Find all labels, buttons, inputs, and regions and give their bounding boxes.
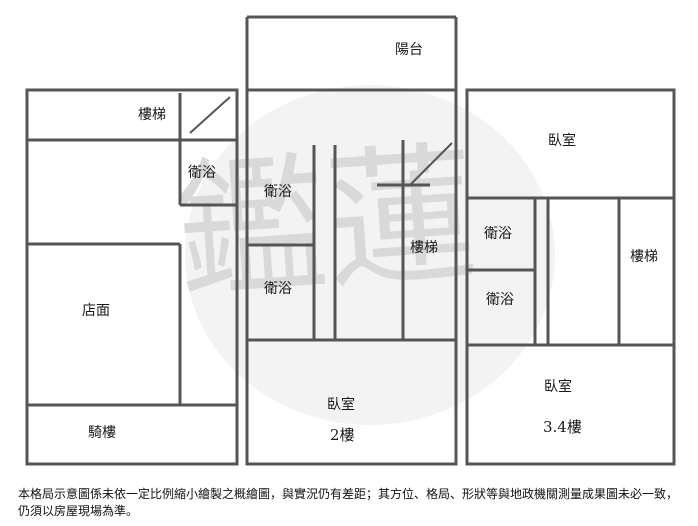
floor34-bedroom-top-label: 臥室 — [548, 133, 576, 149]
watermark-text: 鑑蓮 — [171, 127, 482, 322]
floor2-outline — [247, 90, 456, 464]
floor2-bath1-label: 衛浴 — [264, 184, 292, 200]
floor1-stairs-label: 樓梯 — [138, 107, 166, 123]
floor34-floor-label: 3.4樓 — [543, 418, 582, 436]
floor2-stair-diagonal — [410, 143, 452, 185]
floor34-outline — [467, 90, 674, 464]
floor2-bath2-label: 衛浴 — [264, 281, 292, 297]
floor34-stairs-label: 樓梯 — [630, 249, 658, 265]
floor2-stairs-label: 樓梯 — [410, 240, 438, 256]
floor34-bedroom-bottom-label: 臥室 — [544, 379, 572, 395]
disclaimer-text: 本格局示意圖係未依一定比例縮小繪製之概繪圖，與實況仍有差距；其方位、格局、形狀等… — [18, 487, 679, 518]
floor1-outline — [27, 90, 237, 464]
floor34-bath1-label: 衛浴 — [484, 226, 512, 242]
floor2-balcony-label: 陽台 — [395, 42, 423, 58]
floor1-shop-label: 店面 — [82, 303, 110, 319]
floor34-bath2-label: 衛浴 — [486, 292, 514, 308]
floor2-bedroom-label: 臥室 — [327, 397, 355, 413]
floor1-arcade-label: 騎樓 — [88, 425, 116, 441]
floor2-floor-label: 2樓 — [330, 426, 355, 444]
floor1-stair-diagonal — [190, 97, 230, 133]
floor1-bath-label: 衛浴 — [188, 165, 216, 181]
